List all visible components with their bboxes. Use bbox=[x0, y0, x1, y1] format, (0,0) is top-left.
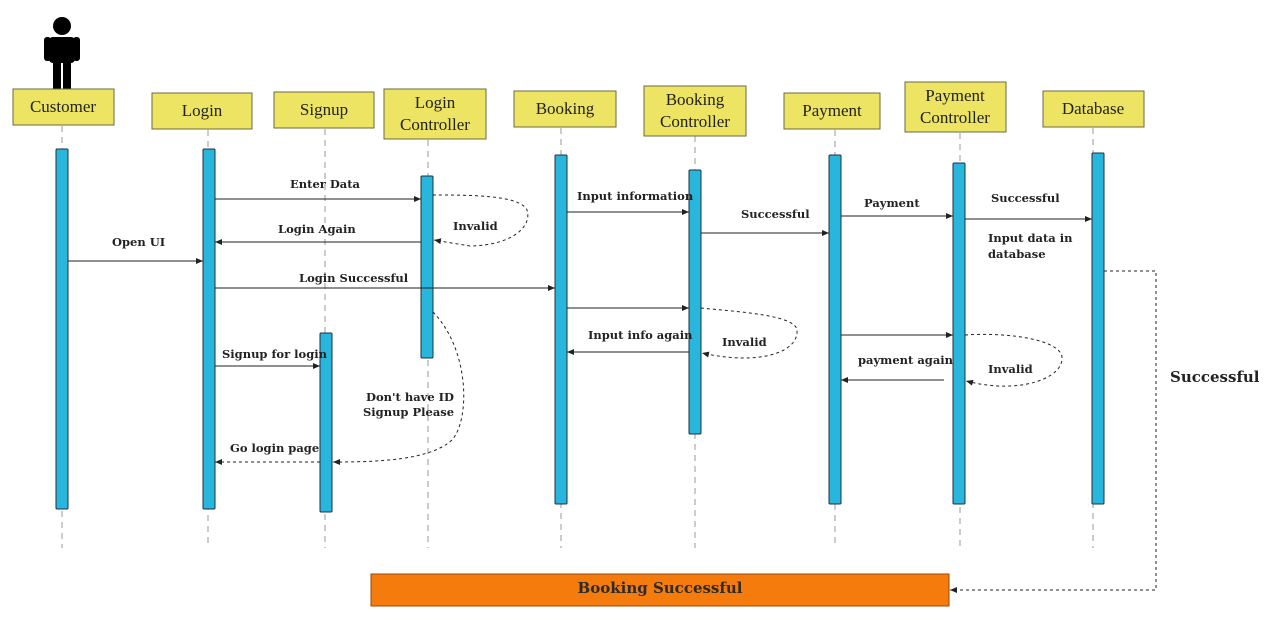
activation-booking bbox=[554, 154, 568, 505]
actor-login-controller-label-2: Controller bbox=[400, 115, 470, 134]
successful-side-label: Successful bbox=[1170, 368, 1260, 386]
activation-signup bbox=[319, 332, 333, 513]
successful-connector: Successful bbox=[950, 270, 1260, 593]
dont-have-id-label-2: Signup Please bbox=[363, 405, 454, 419]
actor-person-icon bbox=[44, 17, 80, 90]
actor-customer-label: Customer bbox=[30, 97, 96, 116]
successful-connector-path bbox=[950, 270, 1157, 593]
actor-payment: Payment bbox=[783, 92, 881, 130]
actor-customer: Customer bbox=[12, 88, 115, 126]
activation-database bbox=[1091, 152, 1105, 505]
message-payment-again-label: payment again bbox=[858, 353, 954, 367]
booking-successful-label: Booking Successful bbox=[578, 579, 743, 597]
self-loop-invalid-login bbox=[432, 194, 529, 247]
message-login-successful-label: Login Successful bbox=[299, 271, 409, 285]
message-input-information-label: Input information bbox=[577, 189, 694, 203]
actor-login-label: Login bbox=[182, 101, 223, 120]
activation-booking-controller bbox=[688, 169, 702, 435]
message-input-data-db-label-1: Input data in bbox=[988, 231, 1073, 245]
message-enter-data-label: Enter Data bbox=[290, 177, 361, 191]
self-loop-invalid-booking-label: Invalid bbox=[722, 335, 767, 349]
messages: Open UI Enter Data Login Again Login Suc… bbox=[68, 177, 1092, 465]
self-loop-invalid-login-label: Invalid bbox=[453, 219, 498, 233]
activation-payment-controller bbox=[952, 162, 966, 505]
actor-database: Database bbox=[1042, 90, 1145, 128]
self-loop-invalid-booking bbox=[700, 307, 798, 359]
actor-booking-controller-label-1: Booking bbox=[666, 90, 725, 109]
dont-have-id-label-1: Don't have ID bbox=[366, 390, 454, 404]
actor-booking-label: Booking bbox=[536, 99, 595, 118]
actor-payment-controller-label-1: Payment bbox=[925, 86, 985, 105]
activation-bars bbox=[55, 148, 1105, 513]
message-go-login-page-label: Go login page bbox=[230, 441, 319, 455]
actor-booking: Booking bbox=[513, 90, 617, 128]
message-payment-label: Payment bbox=[864, 196, 920, 210]
message-signup-for-login-label: Signup for login bbox=[222, 347, 328, 361]
self-loop-invalid-payment bbox=[964, 333, 1063, 387]
message-successful-payment-label: Successful bbox=[991, 191, 1060, 205]
actor-database-label: Database bbox=[1062, 99, 1124, 118]
self-loop-invalid-payment-label: Invalid bbox=[988, 362, 1033, 376]
message-successful-booking-label: Successful bbox=[741, 207, 810, 221]
actor-booking-controller: Booking Controller bbox=[643, 85, 747, 137]
actor-signup-label: Signup bbox=[300, 100, 348, 119]
actor-login: Login bbox=[151, 92, 253, 130]
activation-login bbox=[202, 148, 216, 510]
actor-login-controller-label-1: Login bbox=[415, 93, 456, 112]
message-input-data-db-label-2: database bbox=[988, 247, 1046, 261]
actor-payment-controller-label-2: Controller bbox=[920, 108, 990, 127]
actor-booking-controller-label-2: Controller bbox=[660, 112, 730, 131]
actor-signup: Signup bbox=[273, 91, 375, 129]
dont-have-id-note: Don't have ID Signup Please bbox=[332, 311, 465, 465]
booking-successful-banner: Booking Successful bbox=[370, 573, 950, 607]
activation-customer bbox=[55, 148, 69, 510]
activation-payment bbox=[828, 154, 842, 505]
self-messages: Invalid Invalid Invalid bbox=[432, 194, 1063, 387]
message-open-ui-label: Open UI bbox=[112, 235, 165, 249]
dont-have-id-arrow bbox=[332, 311, 465, 465]
actor-login-controller: Login Controller bbox=[383, 88, 487, 140]
actor-payment-label: Payment bbox=[802, 101, 862, 120]
message-login-again-label: Login Again bbox=[278, 222, 356, 236]
message-input-info-again-label: Input info again bbox=[588, 328, 693, 342]
actor-headers: Customer Login Signup Login Controller B… bbox=[12, 81, 1145, 140]
booking-successful-box bbox=[370, 573, 950, 607]
actor-payment-controller: Payment Controller bbox=[904, 81, 1007, 133]
activation-login-controller bbox=[420, 175, 434, 359]
